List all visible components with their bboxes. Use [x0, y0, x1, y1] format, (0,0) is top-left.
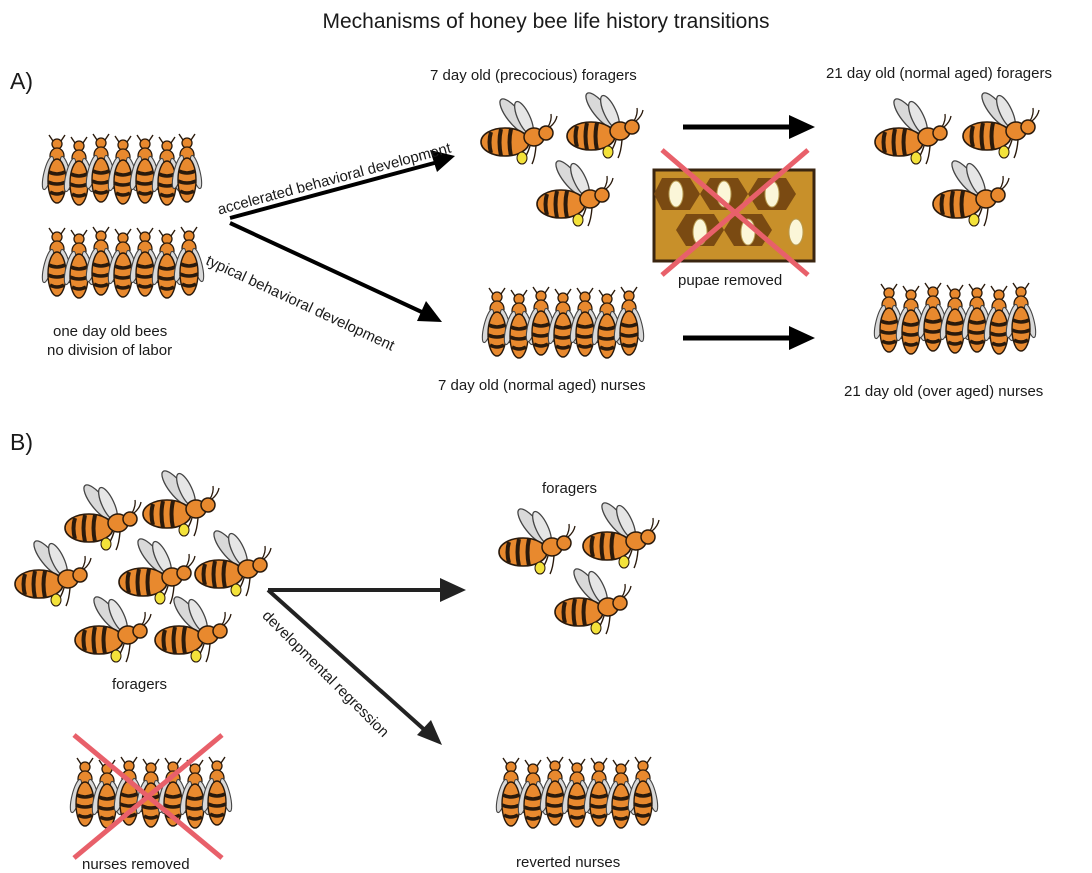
figure-title: Mechanisms of honey bee life history tra…: [322, 10, 770, 33]
regression-arrow: [266, 588, 442, 745]
pupae-removed-label: pupae removed: [678, 272, 783, 289]
normal-aged-nurses-label: 7 day old (normal aged) nurses: [438, 377, 646, 394]
over-aged-nurses-group: [870, 281, 1040, 356]
foragers-right-label: foragers: [542, 480, 598, 497]
normal-aged-foragers-label: 21 day old (normal aged) foragers: [826, 65, 1052, 82]
normal-aged-foragers-group: [873, 87, 1041, 228]
foragers-right-group: [497, 497, 661, 636]
one-day-old-label: one day old bees: [53, 323, 168, 340]
no-division-label: no division of labor: [47, 342, 173, 359]
pupae-removed-cross: [660, 148, 810, 277]
accelerated-development-arrow: [229, 150, 455, 220]
seven-day-nurses-group: [478, 285, 648, 360]
foragers-left-group: [13, 465, 273, 664]
over-aged-nurses-label: 21 day old (over aged) nurses: [844, 383, 1044, 400]
nurse-transition-arrow: [683, 326, 815, 350]
nurses-removed-cross: [72, 733, 224, 860]
precocious-foragers-group: [479, 87, 645, 228]
precocious-foragers-label: 7 day old (precocious) foragers: [430, 67, 637, 84]
foragers-arrow: [268, 578, 466, 602]
nurses-removed-label: nurses removed: [82, 856, 190, 873]
panel-a-label: A): [10, 68, 33, 94]
foragers-left-label: foragers: [112, 676, 168, 693]
one-day-old-bees-group: [38, 132, 208, 300]
panel-b-label: B): [10, 429, 33, 455]
reverted-nurses-label: reverted nurses: [516, 854, 621, 871]
reverted-nurses-group: [492, 755, 662, 830]
forager-transition-arrow: [683, 115, 815, 139]
typical-development-arrow: [229, 221, 442, 322]
